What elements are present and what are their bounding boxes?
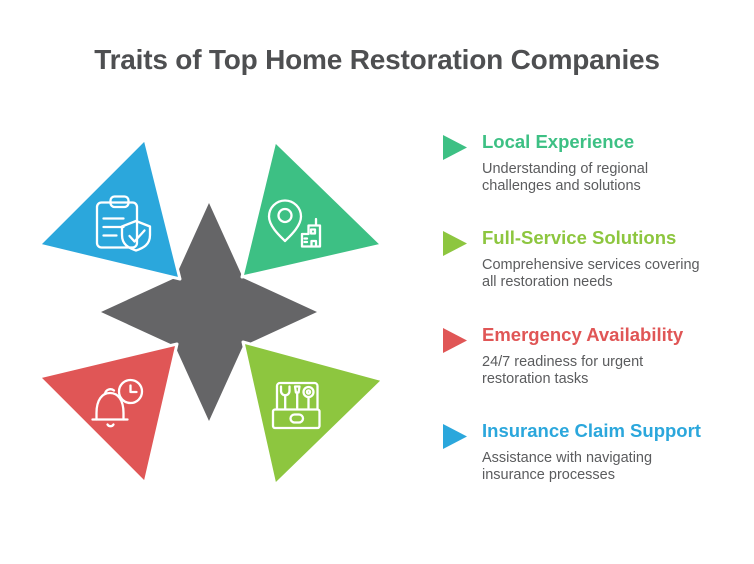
trait-heading: Local Experience <box>482 131 635 152</box>
trait-heading: Insurance Claim Support <box>482 420 701 441</box>
triangle-bottom-right <box>241 340 385 487</box>
trait-description: Understanding of regional challenges and… <box>482 161 649 194</box>
trait-item-insurance-claim-support: Insurance Claim Support Assistance with … <box>443 420 733 483</box>
toolbox-icon <box>271 381 321 430</box>
page-title: Traits of Top Home Restoration Companies <box>94 44 660 75</box>
triangle-bottom-left <box>37 342 179 485</box>
bell-clock-icon <box>91 378 144 428</box>
location-building-icon <box>267 199 322 248</box>
trait-item-full-service-solutions: Full-Service Solutions Comprehensive ser… <box>443 227 733 290</box>
trait-item-local-experience: Local Experience Understanding of region… <box>443 131 733 194</box>
trait-item-emergency-availability: Emergency Availability 24/7 readiness fo… <box>443 324 733 387</box>
trait-heading: Full-Service Solutions <box>482 227 677 248</box>
trait-heading: Emergency Availability <box>482 324 684 345</box>
trait-description: 24/7 readiness for urgent restoration ta… <box>482 354 644 387</box>
triangle-bullet-icon <box>443 135 467 160</box>
triangle-top-left <box>37 137 182 281</box>
center-graphic <box>37 137 385 487</box>
trait-description: Comprehensive services covering all rest… <box>482 257 700 290</box>
triangle-bullet-icon <box>443 424 467 449</box>
trait-description: Assistance with navigating insurance pro… <box>482 450 653 483</box>
triangle-bullet-icon <box>443 231 467 256</box>
triangle-top-right <box>240 139 384 279</box>
triangle-bullet-icon <box>443 328 467 353</box>
clipboard-shield-icon <box>95 195 152 252</box>
center-star-shape <box>101 203 317 421</box>
